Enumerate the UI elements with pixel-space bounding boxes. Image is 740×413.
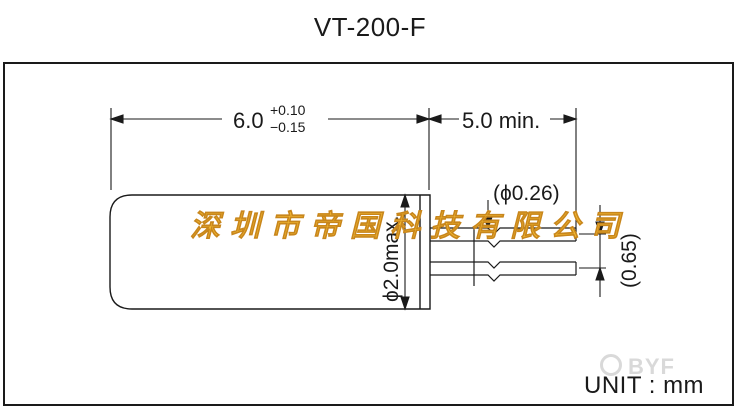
body-length-dimension <box>109 114 431 124</box>
extension-lines <box>110 108 577 228</box>
body-length-value: 6.0 <box>233 108 264 133</box>
lead-length-value: 5.0 min. <box>462 108 540 133</box>
lead-length-dimension <box>427 114 578 124</box>
body-diameter-value: ϕ2.0max. <box>380 216 403 302</box>
body-diameter-dimension <box>400 193 410 311</box>
lead-pitch-value: (0.65) <box>618 233 641 288</box>
lead-diameter-leader <box>483 200 493 230</box>
lead-diameter-value: (ϕ0.26) <box>493 182 560 205</box>
crystal-body-outline <box>109 194 431 310</box>
body-length-tol-minus: −0.15 <box>270 119 306 135</box>
logo-text: BYF <box>628 354 675 379</box>
drawing-frame <box>3 62 734 406</box>
drawing-title: VT-200-F <box>313 12 427 42</box>
site-logo: BYF <box>600 352 730 382</box>
leads <box>430 227 577 286</box>
logo-ring-icon <box>600 354 622 376</box>
lead-pitch-dimension <box>579 205 606 297</box>
company-watermark: 深圳市帝国科技有限公司 <box>190 209 630 244</box>
body-length-tol-plus: +0.10 <box>270 102 306 118</box>
unit-label: UNIT : mm <box>584 372 705 399</box>
